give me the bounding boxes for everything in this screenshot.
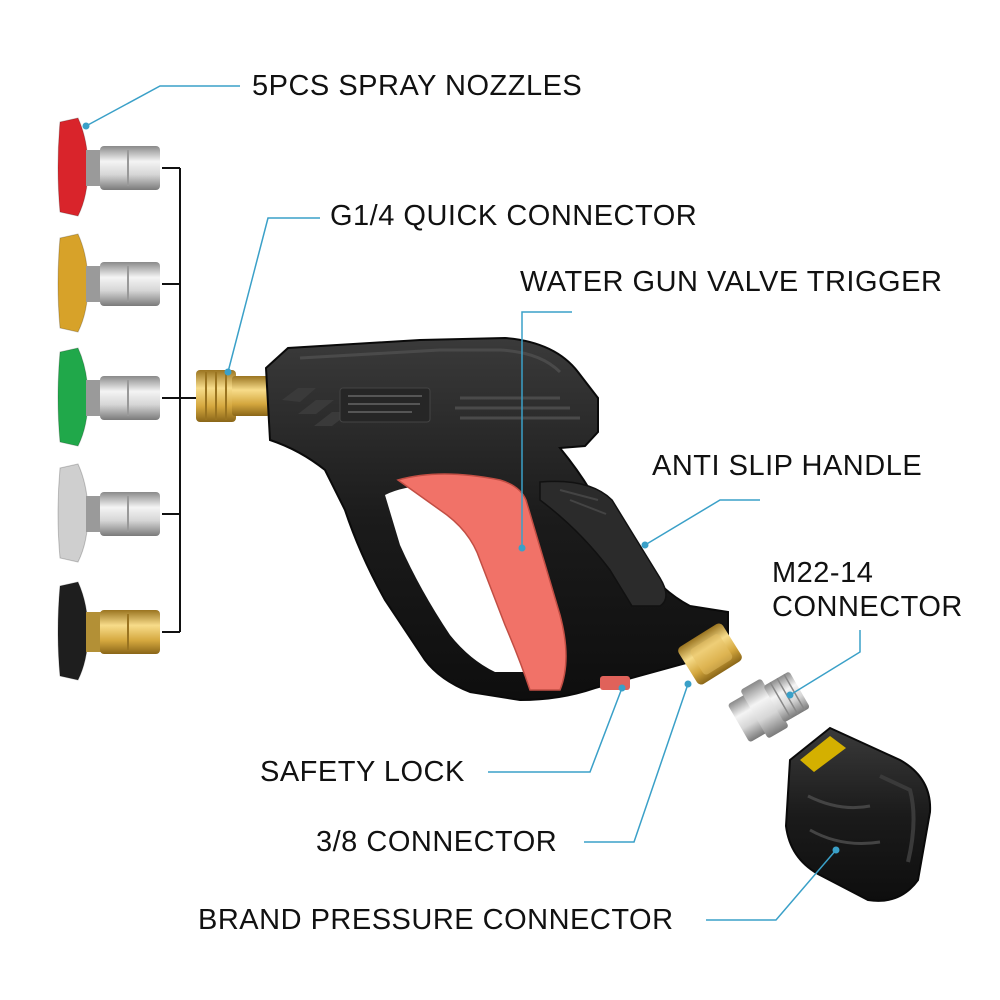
nozzle-white	[57, 463, 160, 563]
connector-3-8-part	[678, 623, 742, 685]
leader-spray-nozzles	[85, 85, 240, 127]
label-m22-connector: M22-14 CONNECTOR	[772, 556, 963, 624]
leader-anti-slip-handle	[644, 499, 760, 546]
rear-ribs	[455, 396, 580, 420]
label-spray-nozzles: 5PCS SPRAY NOZZLES	[252, 70, 583, 102]
leader-m22-connector	[789, 630, 861, 696]
nozzle-black	[57, 581, 160, 681]
nozzle-set	[57, 117, 160, 681]
leader-lines	[85, 85, 861, 921]
leader-brand-pressure	[706, 849, 837, 921]
nozzle-bracket	[162, 167, 200, 633]
label-valve-trigger: WATER GUN VALVE TRIGGER	[520, 266, 943, 298]
label-brand-pressure: BRAND PRESSURE CONNECTOR	[198, 904, 674, 936]
m22-connector-part	[728, 672, 810, 742]
leader-quick-connector	[227, 217, 320, 373]
label-safety-lock: SAFETY LOCK	[260, 756, 465, 788]
label-m22-line1: M22-14	[772, 557, 874, 589]
leader-safety-lock	[488, 687, 623, 773]
valve-trigger-part	[396, 473, 567, 691]
nozzle-green	[57, 347, 160, 447]
label-m22-line2: CONNECTOR	[772, 591, 963, 623]
brand-pressure-connector-part	[784, 726, 932, 902]
leader-dots	[82, 122, 840, 854]
nozzle-red	[57, 117, 160, 217]
leader-connector-3-8	[584, 683, 689, 843]
leader-valve-trigger	[521, 311, 572, 548]
anti-slip-grip	[539, 480, 667, 607]
label-connector-3-8: 3/8 CONNECTOR	[316, 826, 558, 858]
label-quick-connector: G1/4 QUICK CONNECTOR	[330, 200, 698, 232]
quick-connector-part	[196, 370, 270, 422]
label-anti-slip-handle: ANTI SLIP HANDLE	[652, 450, 923, 482]
nozzle-yellow	[57, 233, 160, 333]
safety-lock-part	[600, 676, 630, 690]
